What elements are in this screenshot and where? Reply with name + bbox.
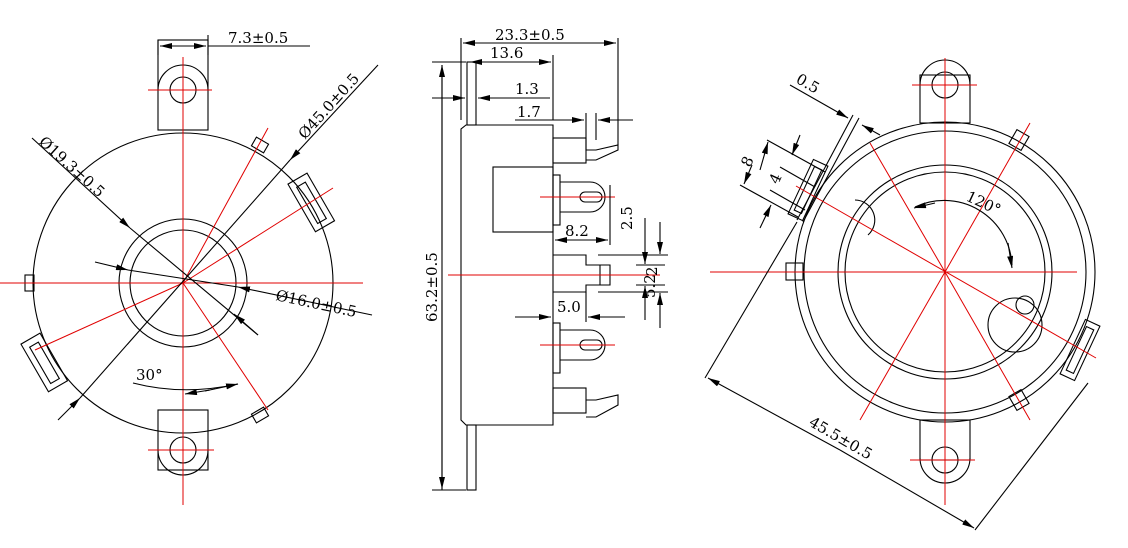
dim-slot-width: 2 [643,266,661,276]
dim-outer-diameter: Ø45.0±0.5 [295,70,363,143]
dim-diameter: 45.5±0.5 [806,413,875,464]
dim-wall: 0.5 [793,70,823,98]
terminal-slot [287,172,336,233]
dim-ring-inner-diameter: Ø16.0±0.5 [274,286,358,321]
dim-angle: 30° [136,366,163,384]
rear-view: 0.5 8 4 120° 45.5±0.5 [704,58,1101,531]
dim-flange-thickness: 1.3 [515,80,539,98]
dim-angle-120: 120° [963,187,1003,219]
dim-ring-outer-diameter: Ø19.3±0.5 [35,133,108,201]
dim-clip-gap: 1.7 [517,103,541,121]
housing-body [460,124,554,426]
dim-slot-span: 5.2 [641,274,659,298]
dim-clip-slot: 4 [765,170,785,186]
flange-bottom [466,424,477,491]
side-view: 23.3±0.5 13.6 1.3 1.7 63.2±0.5 2.5 8.2 2… [423,26,668,491]
dim-height: 63.2±0.5 [423,252,441,322]
cavity [492,166,554,233]
flange-top [466,61,477,126]
dim-terminal-offset: 2.5 [618,206,636,230]
rear-clip [787,158,829,222]
terminal-top [552,174,561,226]
dim-clip-length: 8 [737,153,757,169]
dim-terminal-length: 8.2 [565,222,589,240]
dim-stem-length: 5.0 [557,298,581,316]
front-view: 7.3±0.5 Ø45.0±0.5 Ø19.3±0.5 Ø16.0±0.5 30… [0,29,379,505]
dim-overall-depth: 23.3±0.5 [495,26,565,44]
terminal-bottom [552,322,561,374]
dim-body-depth: 13.6 [490,44,523,62]
dim-tab-width: 7.3±0.5 [228,29,288,47]
lead-hole [987,297,1043,353]
